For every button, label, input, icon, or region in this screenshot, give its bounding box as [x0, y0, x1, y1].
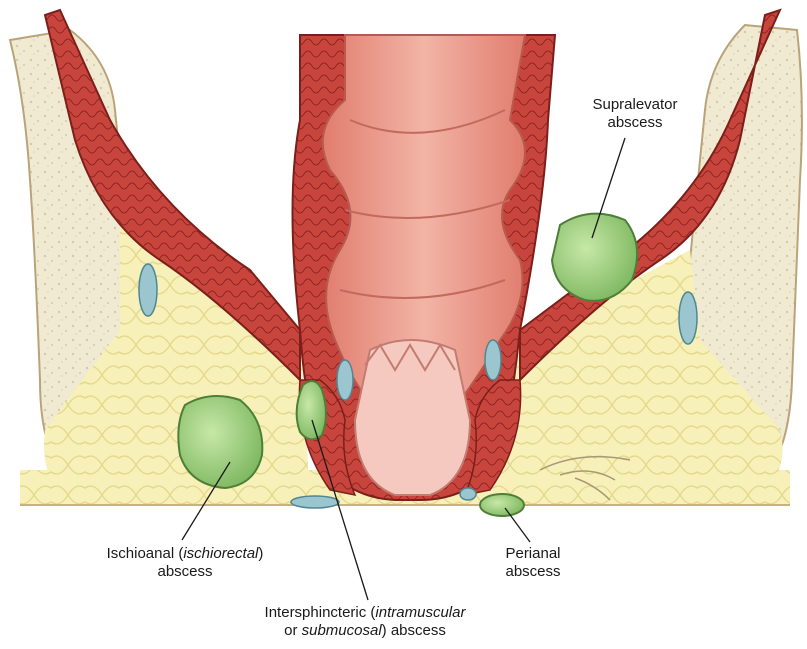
- right-pudendal-vessels: [679, 292, 697, 344]
- intersphincteric-label-italic1: intramuscular: [375, 604, 465, 621]
- left-hemorrhoidal-vessels: [337, 360, 353, 400]
- ischioanal-label-line1: Ischioanal (ischiorectal): [55, 545, 315, 563]
- intersphincteric-label-italic2: submucosal: [302, 622, 382, 639]
- intersphincteric-abscess-label: Intersphincteric (intramuscular or submu…: [205, 604, 525, 640]
- supralevator-abscess-label: Supralevator abscess: [575, 96, 695, 132]
- perianal-label-line2: abscess: [478, 563, 588, 581]
- ischioanal-label-post: ): [258, 545, 263, 562]
- perianal-vessels-right: [460, 488, 476, 500]
- perianal-label-line1: Perianal: [478, 545, 588, 563]
- right-hemorrhoidal-vessels: [485, 340, 501, 380]
- anal-canal: [355, 340, 470, 495]
- perianal-abscess-label: Perianal abscess: [478, 545, 588, 581]
- ischioanal-abscess-label: Ischioanal (ischiorectal) abscess: [55, 545, 315, 581]
- intersphincteric-label-pre: Intersphincteric (: [265, 604, 376, 621]
- perianal-abscess: [480, 494, 524, 516]
- ischioanal-label-pre: Ischioanal (: [107, 545, 184, 562]
- ischioanal-label-italic: ischiorectal: [183, 545, 258, 562]
- supralevator-label-line2: abscess: [575, 114, 695, 132]
- supralevator-label-line1: Supralevator: [575, 96, 695, 114]
- perianal-vessels-left: [291, 496, 339, 508]
- left-pudendal-vessels: [139, 264, 157, 316]
- intersphincteric-label-line2: or submucosal) abscess: [205, 622, 525, 640]
- intersphincteric-label-line2-pre: or: [284, 622, 302, 639]
- intersphincteric-label-line1: Intersphincteric (intramuscular: [205, 604, 525, 622]
- intersphincteric-label-line2-post: ) abscess: [382, 622, 446, 639]
- intersphincteric-abscess: [297, 381, 326, 439]
- ischioanal-label-line2: abscess: [55, 563, 315, 581]
- ischioanal-abscess: [178, 396, 262, 488]
- supralevator-abscess: [552, 214, 637, 301]
